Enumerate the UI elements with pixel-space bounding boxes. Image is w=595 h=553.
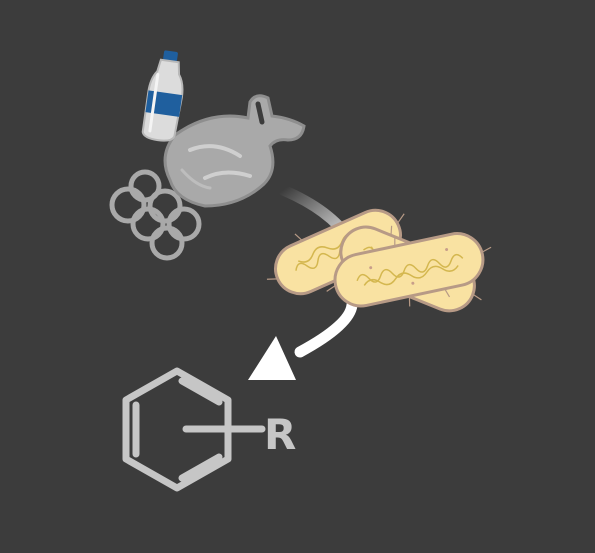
bacterium-front (326, 232, 492, 308)
arrow-head-icon (248, 336, 296, 380)
benzene-ring-icon (122, 367, 232, 492)
plastic-bag-icon (163, 94, 306, 208)
arrow-shaft (294, 299, 358, 358)
substituent-label: R (264, 410, 296, 459)
bacteria-cluster (266, 208, 492, 313)
plastic-waste-group (109, 50, 306, 261)
product-structure: R (122, 367, 296, 492)
six-pack-ring-icon (109, 169, 202, 261)
bottle-icon (141, 50, 184, 142)
